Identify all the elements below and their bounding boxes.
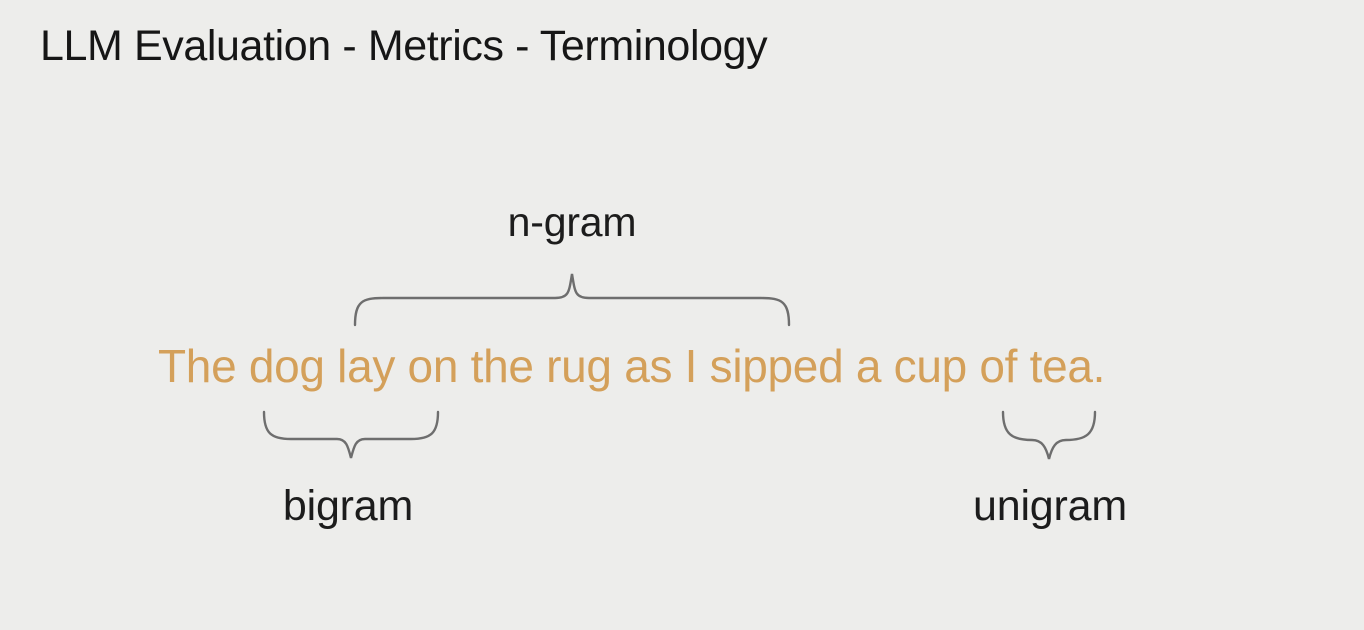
curly-brace-down-icon [262, 410, 440, 459]
curly-brace-up-icon [353, 273, 791, 327]
page-title: LLM Evaluation - Metrics - Terminology [40, 22, 768, 70]
annotation-label-bigram: bigram [282, 482, 414, 530]
annotation-label-ngram: n-gram [507, 199, 637, 245]
example-sentence: The dog lay on the rug as I sipped a cup… [158, 340, 1106, 392]
annotation-label-unigram: unigram [973, 482, 1127, 530]
curly-brace-down-icon [1001, 410, 1097, 460]
